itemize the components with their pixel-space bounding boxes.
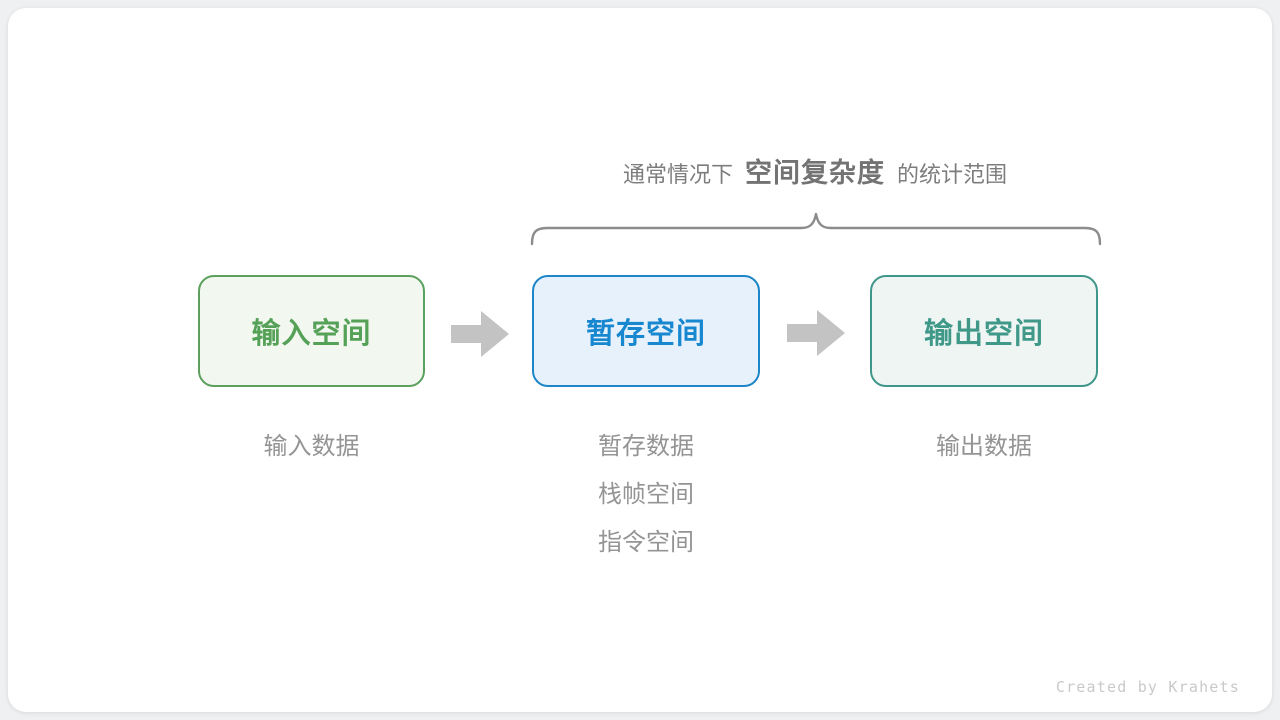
caption-highlight: 空间复杂度 — [745, 158, 885, 188]
watermark-credit: Created by Krahets — [1055, 678, 1240, 696]
arrow-right-icon — [451, 311, 509, 357]
curly-brace — [530, 212, 1102, 246]
node-output-space: 输出空间 — [870, 275, 1098, 387]
caption-suffix: 的统计范围 — [897, 162, 1008, 187]
node-temp-space-label: 暂存空间 — [585, 318, 706, 350]
node-input-space-label: 输入空间 — [251, 318, 372, 350]
input-space-items: 输入数据 — [198, 432, 425, 480]
instruction-space-label: 指令空间 — [598, 529, 694, 556]
node-output-space-label: 输出空间 — [923, 318, 1044, 350]
node-temp-space: 暂存空间 — [532, 275, 760, 387]
temp-data-label: 暂存数据 — [598, 433, 694, 460]
brace-caption: 通常情况下空间复杂度的统计范围 — [475, 157, 1155, 193]
diagram-canvas: 通常情况下空间复杂度的统计范围 输入空间 暂存空间 输出空间 输入数据 暂存数据… — [8, 8, 1272, 712]
output-space-items: 输出数据 — [870, 432, 1098, 480]
arrow-right-icon — [787, 310, 845, 356]
input-data-label: 输入数据 — [263, 433, 360, 460]
caption-prefix: 通常情况下 — [622, 162, 733, 187]
stack-frame-space-label: 栈帧空间 — [598, 481, 694, 508]
output-data-label: 输出数据 — [936, 433, 1032, 460]
temp-space-items: 暂存数据 栈帧空间 指令空间 — [532, 432, 760, 576]
node-input-space: 输入空间 — [198, 275, 425, 387]
